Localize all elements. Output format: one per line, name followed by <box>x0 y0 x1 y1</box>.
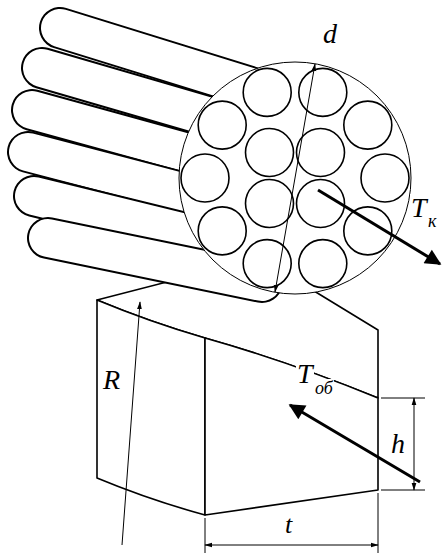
sheave-force-arrow <box>290 405 420 482</box>
rope-cross-section <box>179 62 411 294</box>
force-subscript: к <box>427 212 437 230</box>
radius-dimension <box>122 302 140 545</box>
diameter-label: d <box>322 20 338 48</box>
width-dimension <box>205 493 378 553</box>
diameter-dimension <box>275 64 315 292</box>
width-label: t <box>284 512 293 538</box>
force-symbol: T <box>410 194 428 222</box>
height-dimension <box>381 398 425 490</box>
force-subscript: об <box>314 379 334 397</box>
rope-tension-arrow <box>318 190 440 264</box>
force-symbol: T <box>296 360 314 388</box>
height-label: h <box>390 430 406 458</box>
radius-label: R <box>102 366 121 394</box>
